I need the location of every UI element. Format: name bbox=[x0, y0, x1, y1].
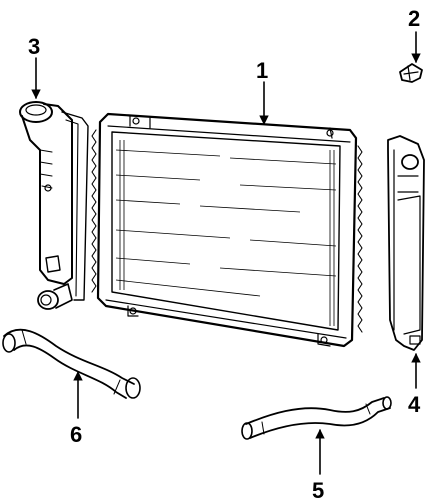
callout-3: 3 bbox=[28, 34, 40, 59]
callout-1: 1 bbox=[256, 58, 268, 83]
radiator-core[interactable] bbox=[91, 112, 363, 348]
callout-6: 6 bbox=[70, 422, 82, 447]
lower-hose[interactable] bbox=[241, 396, 392, 440]
callout-2: 2 bbox=[408, 6, 420, 31]
right-side-tank[interactable] bbox=[387, 135, 425, 351]
leader-lines bbox=[31, 31, 421, 475]
callout-4: 4 bbox=[408, 392, 421, 417]
upper-hose[interactable] bbox=[2, 328, 141, 399]
core-fins bbox=[115, 140, 337, 326]
left-side-tank[interactable] bbox=[19, 101, 89, 310]
callout-5: 5 bbox=[312, 478, 324, 500]
clip-fastener[interactable] bbox=[399, 63, 423, 83]
